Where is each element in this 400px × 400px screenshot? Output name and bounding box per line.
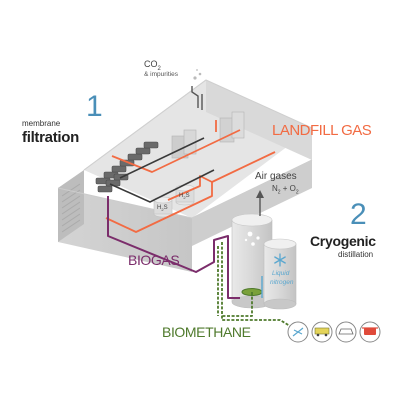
liquid-nitrogen-tank (263, 238, 297, 310)
process-pipe-dark (109, 137, 215, 203)
biomethane-pipe (217, 242, 291, 327)
container-front-wall (58, 188, 192, 272)
biogas-label: BIOGAS (128, 252, 180, 268)
end-use-icons (287, 321, 381, 343)
h2s-label-1: H2S (157, 205, 168, 213)
air-gases-formula: N2 + O2 (272, 184, 299, 196)
liquid-nitrogen-label-line1: Liquid (272, 270, 290, 277)
compressor-units (171, 111, 245, 159)
gas-flame-icon (287, 321, 309, 343)
truck-icon (311, 321, 333, 343)
stage-1-number: 1 (86, 90, 103, 123)
vent-grille (61, 183, 81, 233)
liquid-nitrogen-label-line2: nitrogen (270, 279, 294, 286)
landfill-gas-label: LANDFILL GAS (272, 122, 372, 139)
car-icon (335, 321, 357, 343)
cryogenic-column (231, 213, 273, 309)
air-gases-vent (256, 190, 264, 216)
h2s-label-2: H2S (179, 193, 190, 201)
container-back-wall (206, 80, 312, 160)
stage-2-label-line2: distillation (338, 250, 374, 259)
snowflake-icon (274, 253, 286, 267)
filtration-container (57, 79, 313, 272)
co2-label-line2: & impurities (144, 71, 178, 78)
co2-label: CO2 (144, 59, 161, 72)
membrane-modules (95, 141, 159, 193)
container-right-face (192, 160, 312, 246)
biomethane-label: BIOMETHANE (162, 324, 251, 340)
stage-1-label-line1: membrane (22, 119, 61, 128)
co2-vent-stack (191, 69, 203, 110)
biogas-pipe (107, 196, 240, 299)
landfill-gas-pipe (105, 120, 276, 233)
stage-2-number: 2 (350, 198, 367, 231)
pot-icon (359, 321, 381, 343)
stage-1-label-line2: filtration (22, 129, 79, 146)
air-gases-label: Air gases (255, 171, 297, 182)
stage-2-label-line1: Cryogenic (310, 233, 376, 249)
